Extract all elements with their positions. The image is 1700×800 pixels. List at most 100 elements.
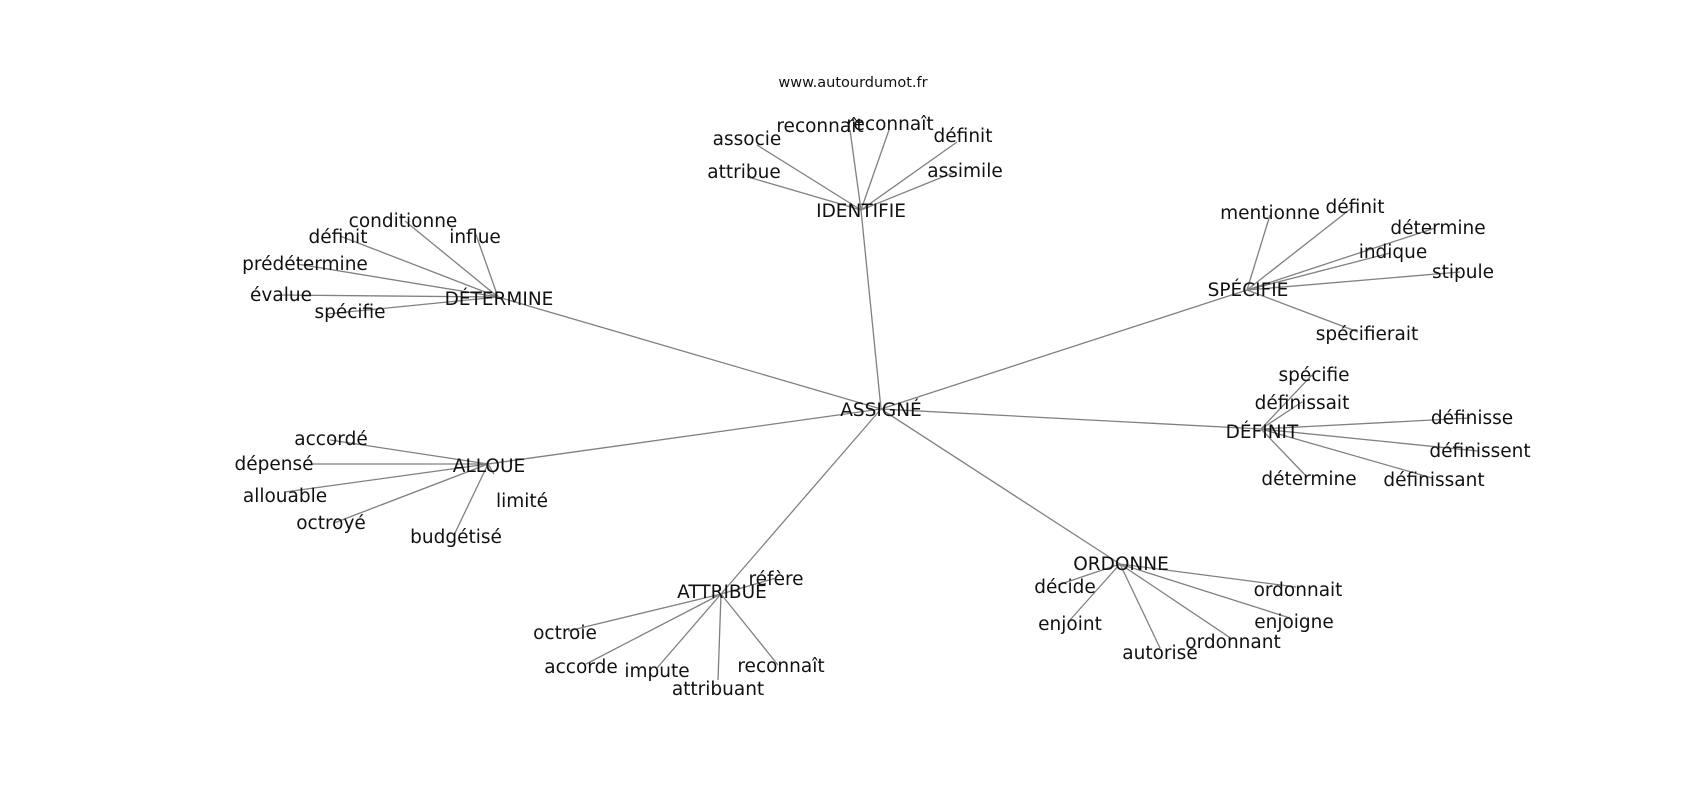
hub-to-leaf-edge: [860, 171, 956, 211]
leaf-word[interactable]: assimile: [927, 161, 1002, 182]
hub-to-leaf-edge: [404, 220, 499, 298]
leaf-word[interactable]: indique: [1359, 242, 1428, 263]
graph-edges: [278, 129, 1479, 681]
hub-to-leaf-edge: [860, 141, 958, 211]
leaf-word[interactable]: attribue: [707, 162, 780, 183]
center-to-hub-edge: [720, 408, 882, 595]
leaf-word[interactable]: autorise: [1122, 643, 1197, 664]
hub-to-leaf-edge: [1119, 563, 1291, 619]
leaf-word[interactable]: allouable: [243, 486, 327, 507]
hub-to-leaf-edge: [1246, 206, 1354, 291]
leaf-word[interactable]: influe: [449, 227, 501, 248]
hub-to-leaf-edge: [333, 463, 489, 524]
hub-to-leaf-edge: [1057, 563, 1121, 586]
center-to-hub-edge: [860, 209, 882, 410]
hub-to-leaf-edge: [747, 176, 862, 211]
leaf-word[interactable]: détermine: [1390, 218, 1485, 239]
leaf-word[interactable]: octroyé: [296, 513, 366, 534]
leaf-word[interactable]: enjoigne: [1254, 612, 1334, 633]
hub-to-leaf-edge: [860, 129, 890, 211]
hub-to-leaf-edge: [326, 296, 499, 315]
leaf-word[interactable]: dépensé: [235, 454, 314, 475]
leaf-word[interactable]: budgétisé: [410, 527, 502, 548]
hub-to-leaf-edge: [849, 129, 862, 211]
leaf-word[interactable]: définit: [934, 126, 993, 147]
hub-to-leaf-edge: [329, 439, 489, 465]
hub-to-leaf-edge: [339, 235, 499, 298]
leaf-word[interactable]: spécifie: [1278, 365, 1349, 386]
hub-to-leaf-edge: [756, 144, 862, 211]
center-to-hub-edge: [487, 408, 882, 465]
hub-to-leaf-edge: [296, 263, 499, 298]
hub-to-leaf-edge: [720, 593, 779, 666]
leaf-word[interactable]: ordonnait: [1254, 580, 1343, 601]
leaf-word[interactable]: reconnaît: [776, 116, 863, 137]
hub-to-leaf-edge: [1260, 428, 1433, 479]
leaf-word[interactable]: définissant: [1383, 470, 1484, 491]
leaf-word[interactable]: définit: [309, 227, 368, 248]
hub-to-leaf-edge: [720, 577, 777, 595]
leaf-word[interactable]: évalue: [250, 285, 312, 306]
hub-to-leaf-edge: [585, 593, 722, 665]
leaf-word[interactable]: associe: [713, 129, 782, 150]
hub-to-leaf-edge: [1246, 227, 1436, 291]
source-watermark[interactable]: www.autourdumot.fr: [778, 75, 927, 91]
hub-to-leaf-edge: [567, 593, 722, 632]
leaf-word[interactable]: spécifierait: [1316, 324, 1418, 345]
leaf-word[interactable]: stipule: [1432, 262, 1494, 283]
hub-to-leaf-edge: [1246, 252, 1391, 291]
leaf-word[interactable]: spécifie: [314, 302, 385, 323]
hub-to-leaf-edge: [1260, 401, 1303, 430]
leaf-word[interactable]: définisse: [1431, 408, 1513, 429]
hub-to-leaf-edge: [717, 593, 722, 681]
leaf-word[interactable]: détermine: [1261, 469, 1356, 490]
hub-to-leaf-edge: [1260, 417, 1471, 430]
hub-to-leaf-edge: [1246, 214, 1271, 291]
leaf-word[interactable]: reconnaît: [737, 656, 824, 677]
leaf-word[interactable]: conditionne: [349, 211, 458, 232]
leaf-word[interactable]: ordonnant: [1185, 632, 1280, 653]
center-to-hub-edge: [880, 289, 1248, 410]
center-word[interactable]: ASSIGNÉ: [840, 399, 921, 421]
hub-word[interactable]: ATTRIBUE: [677, 582, 767, 603]
leaf-word[interactable]: mentionne: [1220, 203, 1320, 224]
leaf-word[interactable]: impute: [624, 661, 689, 682]
hub-word[interactable]: DÉFINIT: [1226, 421, 1299, 443]
hub-word[interactable]: ORDONNE: [1073, 554, 1169, 575]
center-to-hub-edge: [497, 296, 882, 410]
leaf-word[interactable]: définissait: [1255, 393, 1350, 414]
leaf-word[interactable]: décide: [1034, 577, 1096, 598]
leaf-word[interactable]: définissent: [1429, 441, 1530, 462]
center-to-hub-edge: [880, 408, 1262, 430]
hub-to-leaf-edge: [1260, 374, 1313, 430]
hub-word[interactable]: SPÉCIFIE: [1208, 279, 1289, 301]
hub-to-leaf-edge: [474, 231, 499, 298]
leaf-word[interactable]: limité: [496, 491, 548, 512]
hub-to-leaf-edge: [1119, 563, 1233, 640]
hub-word[interactable]: DÉTERMINE: [445, 288, 554, 310]
leaf-word[interactable]: reconnaît: [846, 114, 933, 135]
hub-to-leaf-edge: [1246, 271, 1461, 291]
leaf-word[interactable]: définit: [1326, 197, 1385, 218]
leaf-word[interactable]: enjoint: [1038, 614, 1102, 635]
hub-to-leaf-edge: [454, 463, 489, 534]
leaf-word[interactable]: prédétermine: [242, 254, 368, 275]
leaf-word[interactable]: attribuant: [672, 679, 764, 700]
hub-to-leaf-edge: [487, 463, 495, 475]
hub-to-leaf-edge: [1260, 428, 1479, 452]
hub-word[interactable]: IDENTIFIE: [816, 201, 906, 222]
leaf-word[interactable]: réfère: [748, 569, 803, 590]
hub-to-leaf-edge: [1119, 563, 1297, 588]
center-to-hub-edge: [880, 408, 1121, 565]
graph-labels: www.autourdumot.fr ASSIGNÉ IDENTIFIE assoc…: [235, 75, 1531, 700]
leaf-word[interactable]: accorde: [544, 657, 617, 678]
leaf-word[interactable]: octroie: [533, 623, 597, 644]
hub-to-leaf-edge: [1119, 563, 1161, 649]
hub-to-leaf-edge: [1069, 563, 1121, 621]
hub-word[interactable]: ALLOUE: [453, 456, 525, 477]
leaf-word[interactable]: accordé: [294, 429, 367, 450]
hub-to-leaf-edge: [278, 294, 499, 298]
hub-to-leaf-edge: [1246, 289, 1359, 333]
hub-to-leaf-edge: [1260, 428, 1308, 478]
